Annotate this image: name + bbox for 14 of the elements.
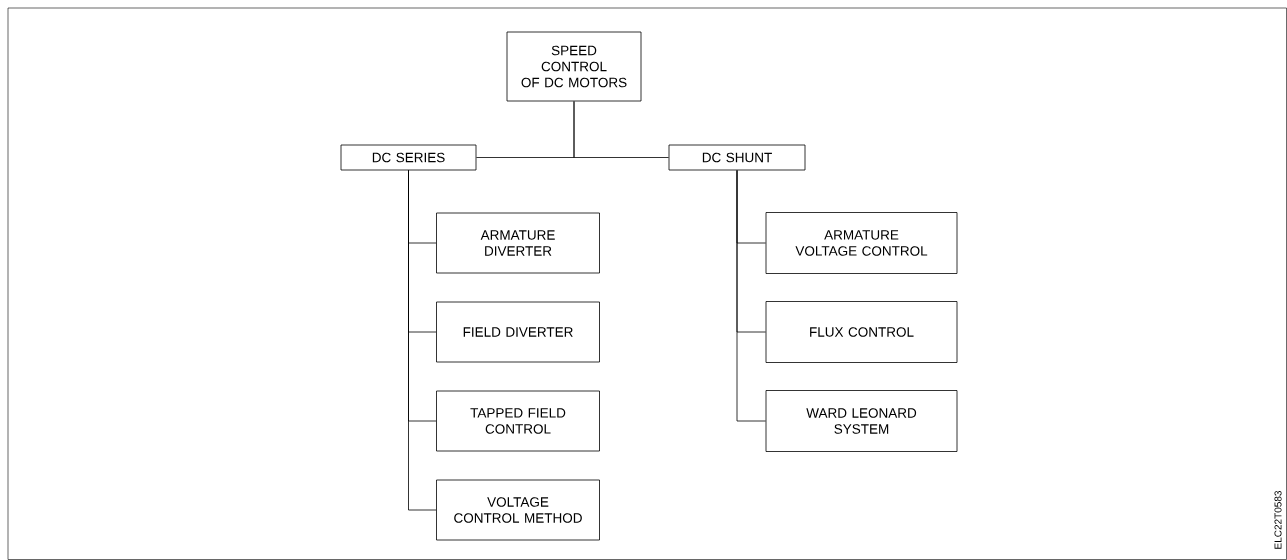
process-box: TAPPED FIELD CONTROL — [436, 390, 600, 452]
process-box: FIELD DIVERTER — [436, 301, 600, 363]
process-box: DC SHUNT — [668, 144, 806, 171]
process-box: WARD LEONARD SYSTEM — [765, 390, 958, 452]
process-box: DC SERIES — [340, 144, 477, 171]
process-box: VOLTAGE CONTROL METHOD — [436, 479, 600, 541]
connector-line — [573, 101, 669, 158]
connector-line — [408, 170, 437, 511]
process-box: ARMATURE VOLTAGE CONTROL — [765, 212, 958, 274]
process-box: SPEED CONTROL OF DC MOTORS — [506, 31, 642, 102]
figure-code: ELC22T0583 — [1274, 491, 1282, 549]
process-box: ARMATURE DIVERTER — [436, 212, 600, 274]
process-box: FLUX CONTROL — [765, 301, 958, 363]
connector-line — [736, 170, 766, 422]
